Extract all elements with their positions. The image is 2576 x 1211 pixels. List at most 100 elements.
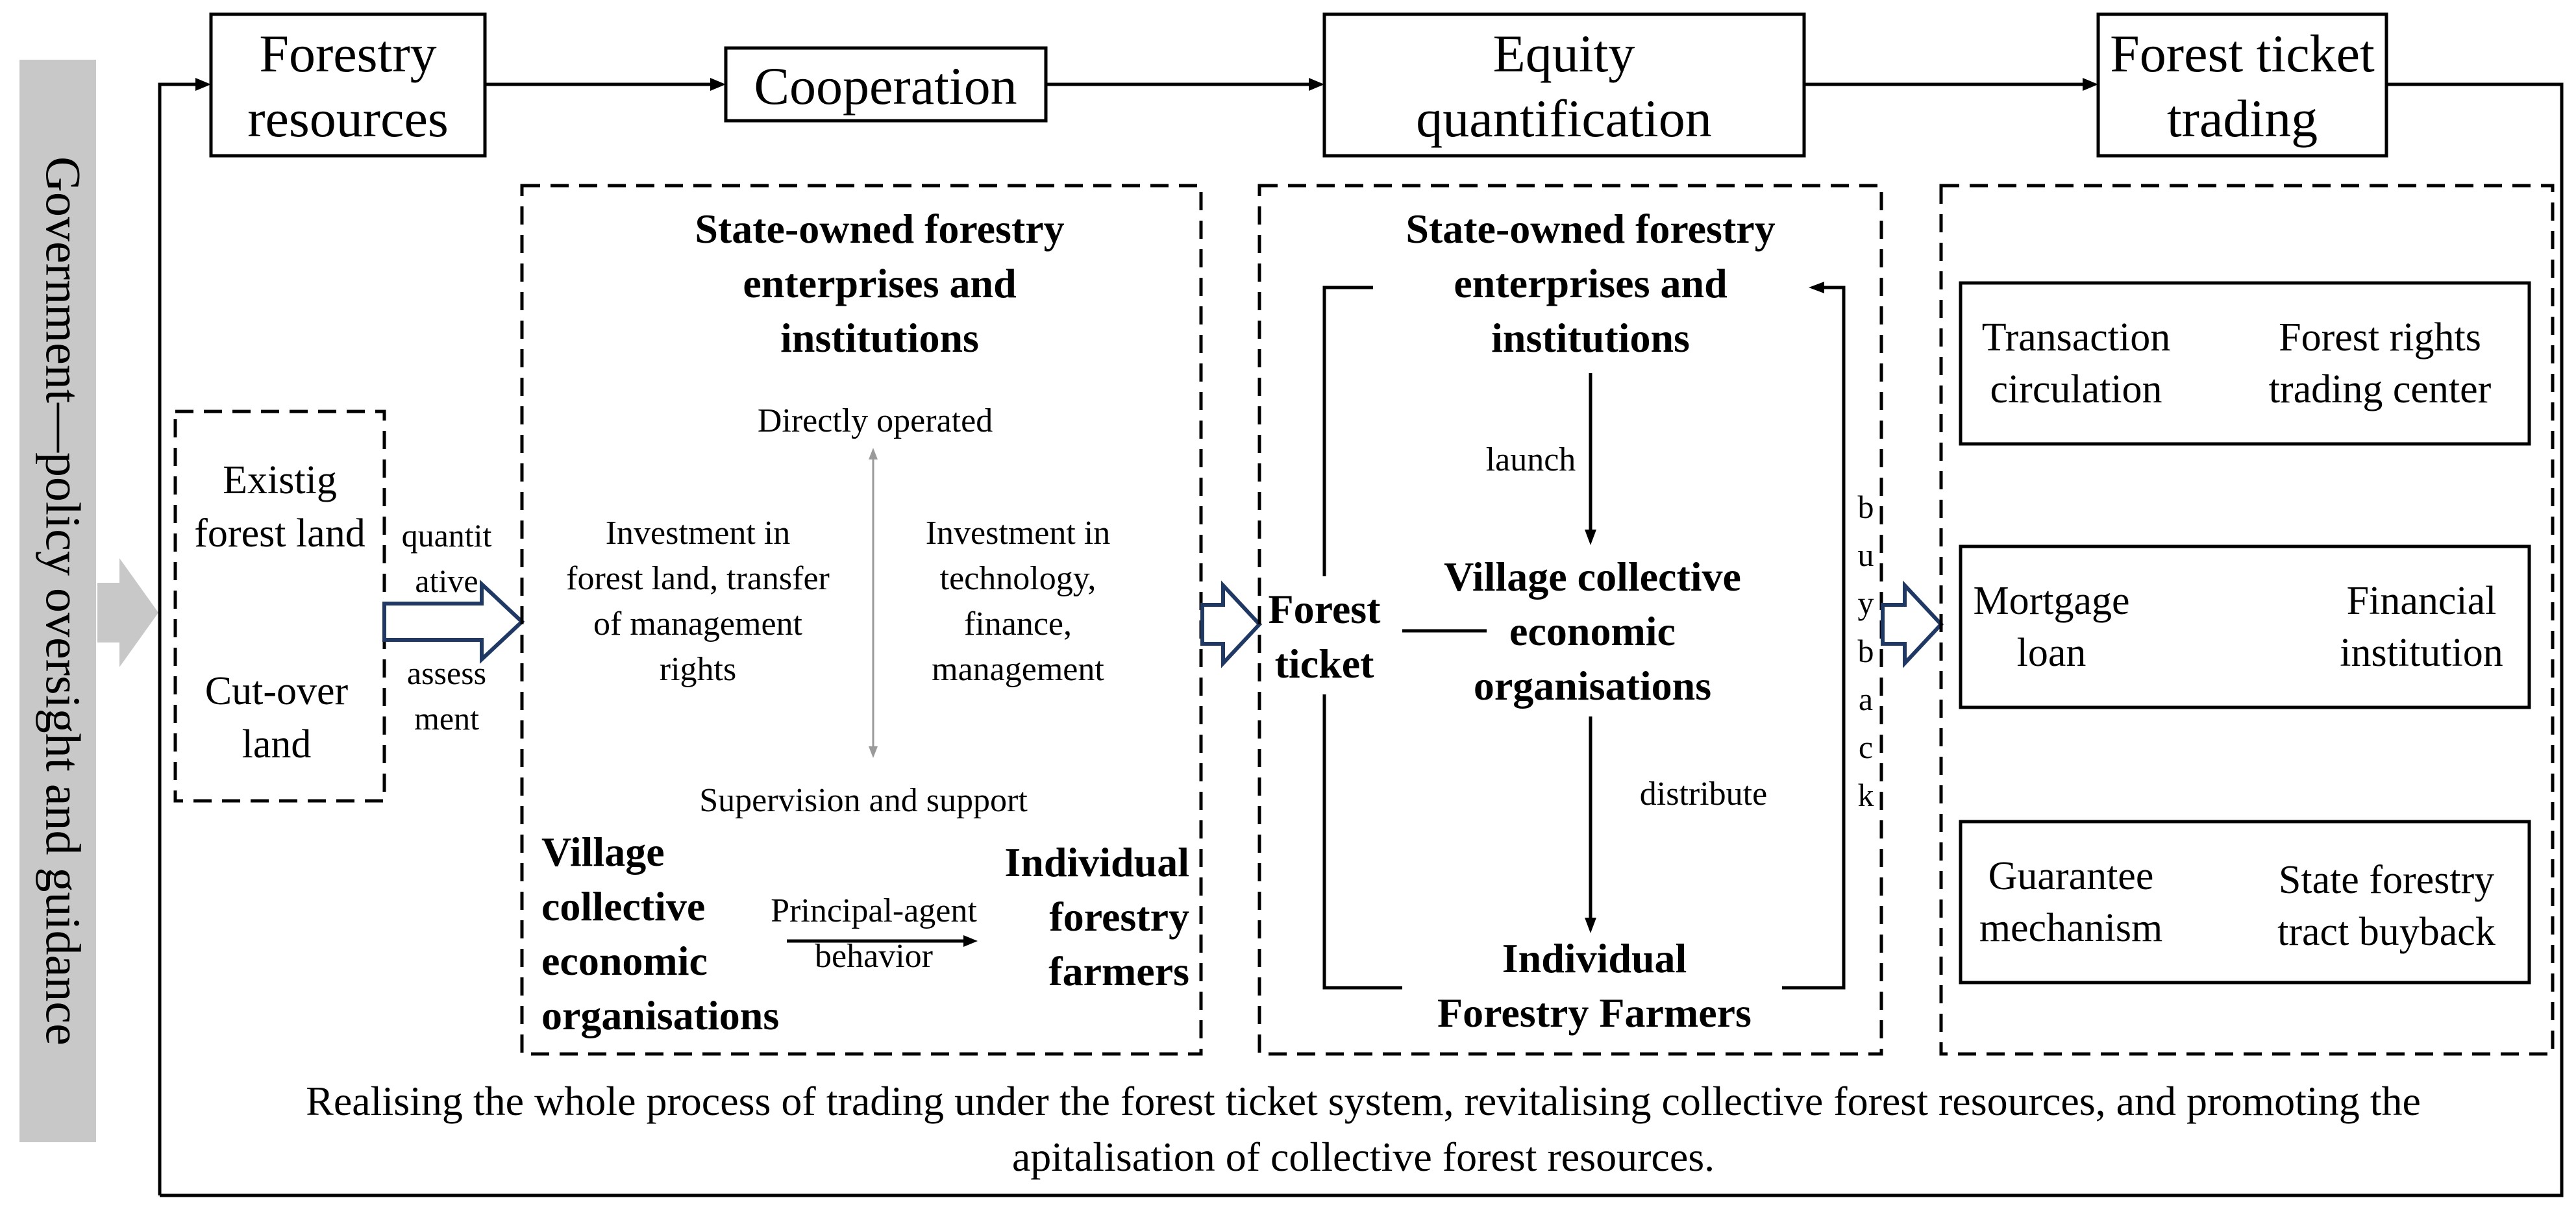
- assessment-top-line2: ative: [415, 563, 478, 599]
- coop-vertical-arrow-down: [869, 746, 878, 758]
- existing-land-line2: forest land: [194, 511, 365, 556]
- buyback-k: k: [1858, 777, 1874, 813]
- investment-tech-line3: finance,: [964, 606, 1072, 642]
- buyback-loop: [1782, 286, 1846, 990]
- buyback-tract-line1: State forestry: [2279, 858, 2494, 902]
- coop-individual-line3: farmers: [1048, 948, 1189, 994]
- buyback-y: y: [1858, 585, 1874, 621]
- financial-line2: institution: [2340, 631, 2503, 675]
- buyback-c: c: [1859, 729, 1873, 765]
- investment-land-line2: forest land, transfer: [566, 560, 830, 597]
- stage-trading-line1: Forest ticket: [2110, 24, 2375, 83]
- trading-row-mortgage: [1959, 544, 2531, 709]
- investment-tech-line1: Investment in: [926, 515, 1111, 552]
- cooperation-to-equity-arrow: [1200, 580, 1263, 668]
- investment-land-line1: Investment in: [606, 515, 791, 552]
- trading-row-guarantee: [1959, 820, 2531, 985]
- stage-trading-line2: trading: [2167, 89, 2318, 148]
- equity-village-line3: organisations: [1474, 663, 1711, 709]
- arrowhead-cooperation: [710, 78, 726, 91]
- stage-forestry-resources-line1: Forestry: [259, 24, 436, 83]
- arrowhead-trading: [2083, 78, 2098, 91]
- assessment-arrow: [382, 580, 525, 664]
- outer-frame: [158, 82, 2564, 1197]
- cooperation-panel: [520, 184, 1203, 1056]
- equity-state-line1: State-owned forestry: [1406, 206, 1775, 252]
- stage-box-cooperation: [724, 46, 1048, 123]
- buyback-u: u: [1858, 537, 1874, 573]
- stage-box-equity-quantification: [1322, 12, 1806, 158]
- buyback-arrowhead: [1809, 282, 1824, 293]
- coop-village-line2: collective: [541, 883, 705, 929]
- stage-box-forestry-resources: [209, 12, 487, 158]
- coop-village-line3: economic: [541, 938, 708, 984]
- guarantee-line1: Guarantee: [1988, 854, 2154, 898]
- stage-equity-line1: Equity: [1493, 24, 1635, 83]
- equity-village-line1: Village collective: [1444, 554, 1741, 600]
- investment-tech-line2: technology,: [940, 560, 1096, 597]
- launch-label: launch: [1486, 441, 1576, 478]
- buyback-a: a: [1859, 681, 1873, 717]
- equity-state-line3: institutions: [1491, 315, 1690, 361]
- footer-line2: apitalisation of collective forest resou…: [1012, 1134, 1715, 1180]
- distribute-label: distribute: [1640, 776, 1767, 813]
- equity-panel: [1257, 184, 1883, 1056]
- coop-state-line3: institutions: [780, 315, 979, 361]
- mortgage-line2: loan: [2017, 631, 2087, 675]
- supervision-label: Supervision and support: [699, 782, 1028, 819]
- assessment-bottom-line2: ment: [414, 700, 479, 737]
- principal-agent-arrowhead: [963, 935, 978, 947]
- trading-panel: [1939, 184, 2555, 1056]
- coop-state-line1: State-owned forestry: [695, 206, 1064, 252]
- launch-arrowhead: [1585, 530, 1596, 545]
- stage-box-forest-ticket-trading: [2096, 12, 2388, 158]
- cutover-land-line2: land: [242, 722, 312, 766]
- forest-ticket-line2: ticket: [1275, 641, 1375, 687]
- cutover-land-line1: Cut-over: [205, 669, 349, 713]
- assessment-top-line1: quantit: [402, 517, 492, 554]
- equity-state-line2: enterprises and: [1454, 260, 1727, 306]
- trading-center-line2: trading center: [2269, 367, 2492, 411]
- trading-center-line1: Forest rights: [2279, 315, 2481, 360]
- investment-tech-line4: management: [932, 651, 1104, 688]
- investment-land-line3: of management: [593, 606, 803, 642]
- assessment-bottom-line1: assess: [407, 655, 486, 691]
- coop-state-line2: enterprises and: [743, 260, 1016, 306]
- investment-land-line4: rights: [660, 651, 736, 688]
- equity-individual-line2: Forestry Farmers: [1437, 990, 1752, 1036]
- coop-village-line1: Village: [541, 829, 665, 875]
- principal-agent-line2: behavior: [815, 938, 933, 975]
- transaction-line1: Transaction: [1982, 315, 2170, 360]
- guarantee-line2: mechanism: [1979, 906, 2162, 950]
- equity-individual-line1: Individual: [1502, 935, 1687, 981]
- stage-forestry-resources-line2: resources: [247, 89, 449, 148]
- banner-arrow: [97, 558, 158, 667]
- equity-village-line2: economic: [1509, 608, 1676, 654]
- ticket-loop-left: [1322, 286, 1402, 990]
- arrowhead-equity: [1309, 78, 1324, 91]
- buyback-tract-line2: tract buyback: [2277, 910, 2496, 954]
- coop-individual-line2: forestry: [1049, 894, 1189, 940]
- coop-village-line4: organisations: [541, 992, 779, 1038]
- stage-equity-line2: quantification: [1416, 89, 1711, 148]
- distribute-arrowhead: [1585, 918, 1596, 933]
- coop-vertical-arrow-up: [869, 448, 878, 459]
- forest-ticket-line1: Forest: [1269, 586, 1381, 632]
- principal-agent-line1: Principal-agent: [771, 892, 977, 929]
- stage-cooperation-label: Cooperation: [754, 56, 1017, 116]
- existing-land-line1: Existig: [223, 458, 337, 502]
- equity-to-trading-arrow: [1881, 580, 1944, 668]
- side-banner-text: Government—policy oversight and guidance: [36, 156, 90, 1046]
- financial-line1: Financial: [2347, 579, 2497, 623]
- coop-individual-line1: Individual: [1004, 839, 1189, 885]
- mortgage-line1: Mortgage: [1973, 579, 2129, 623]
- buyback-b1: b: [1858, 489, 1874, 525]
- trading-row-transaction: [1959, 281, 2531, 446]
- directly-operated-label: Directly operated: [758, 402, 993, 439]
- transaction-line2: circulation: [1990, 367, 2162, 411]
- arrowhead-resources: [195, 78, 211, 91]
- footer-line1: Realising the whole process of trading u…: [306, 1078, 2421, 1124]
- buyback-b2: b: [1858, 633, 1874, 669]
- side-banner-bar: [19, 60, 96, 1142]
